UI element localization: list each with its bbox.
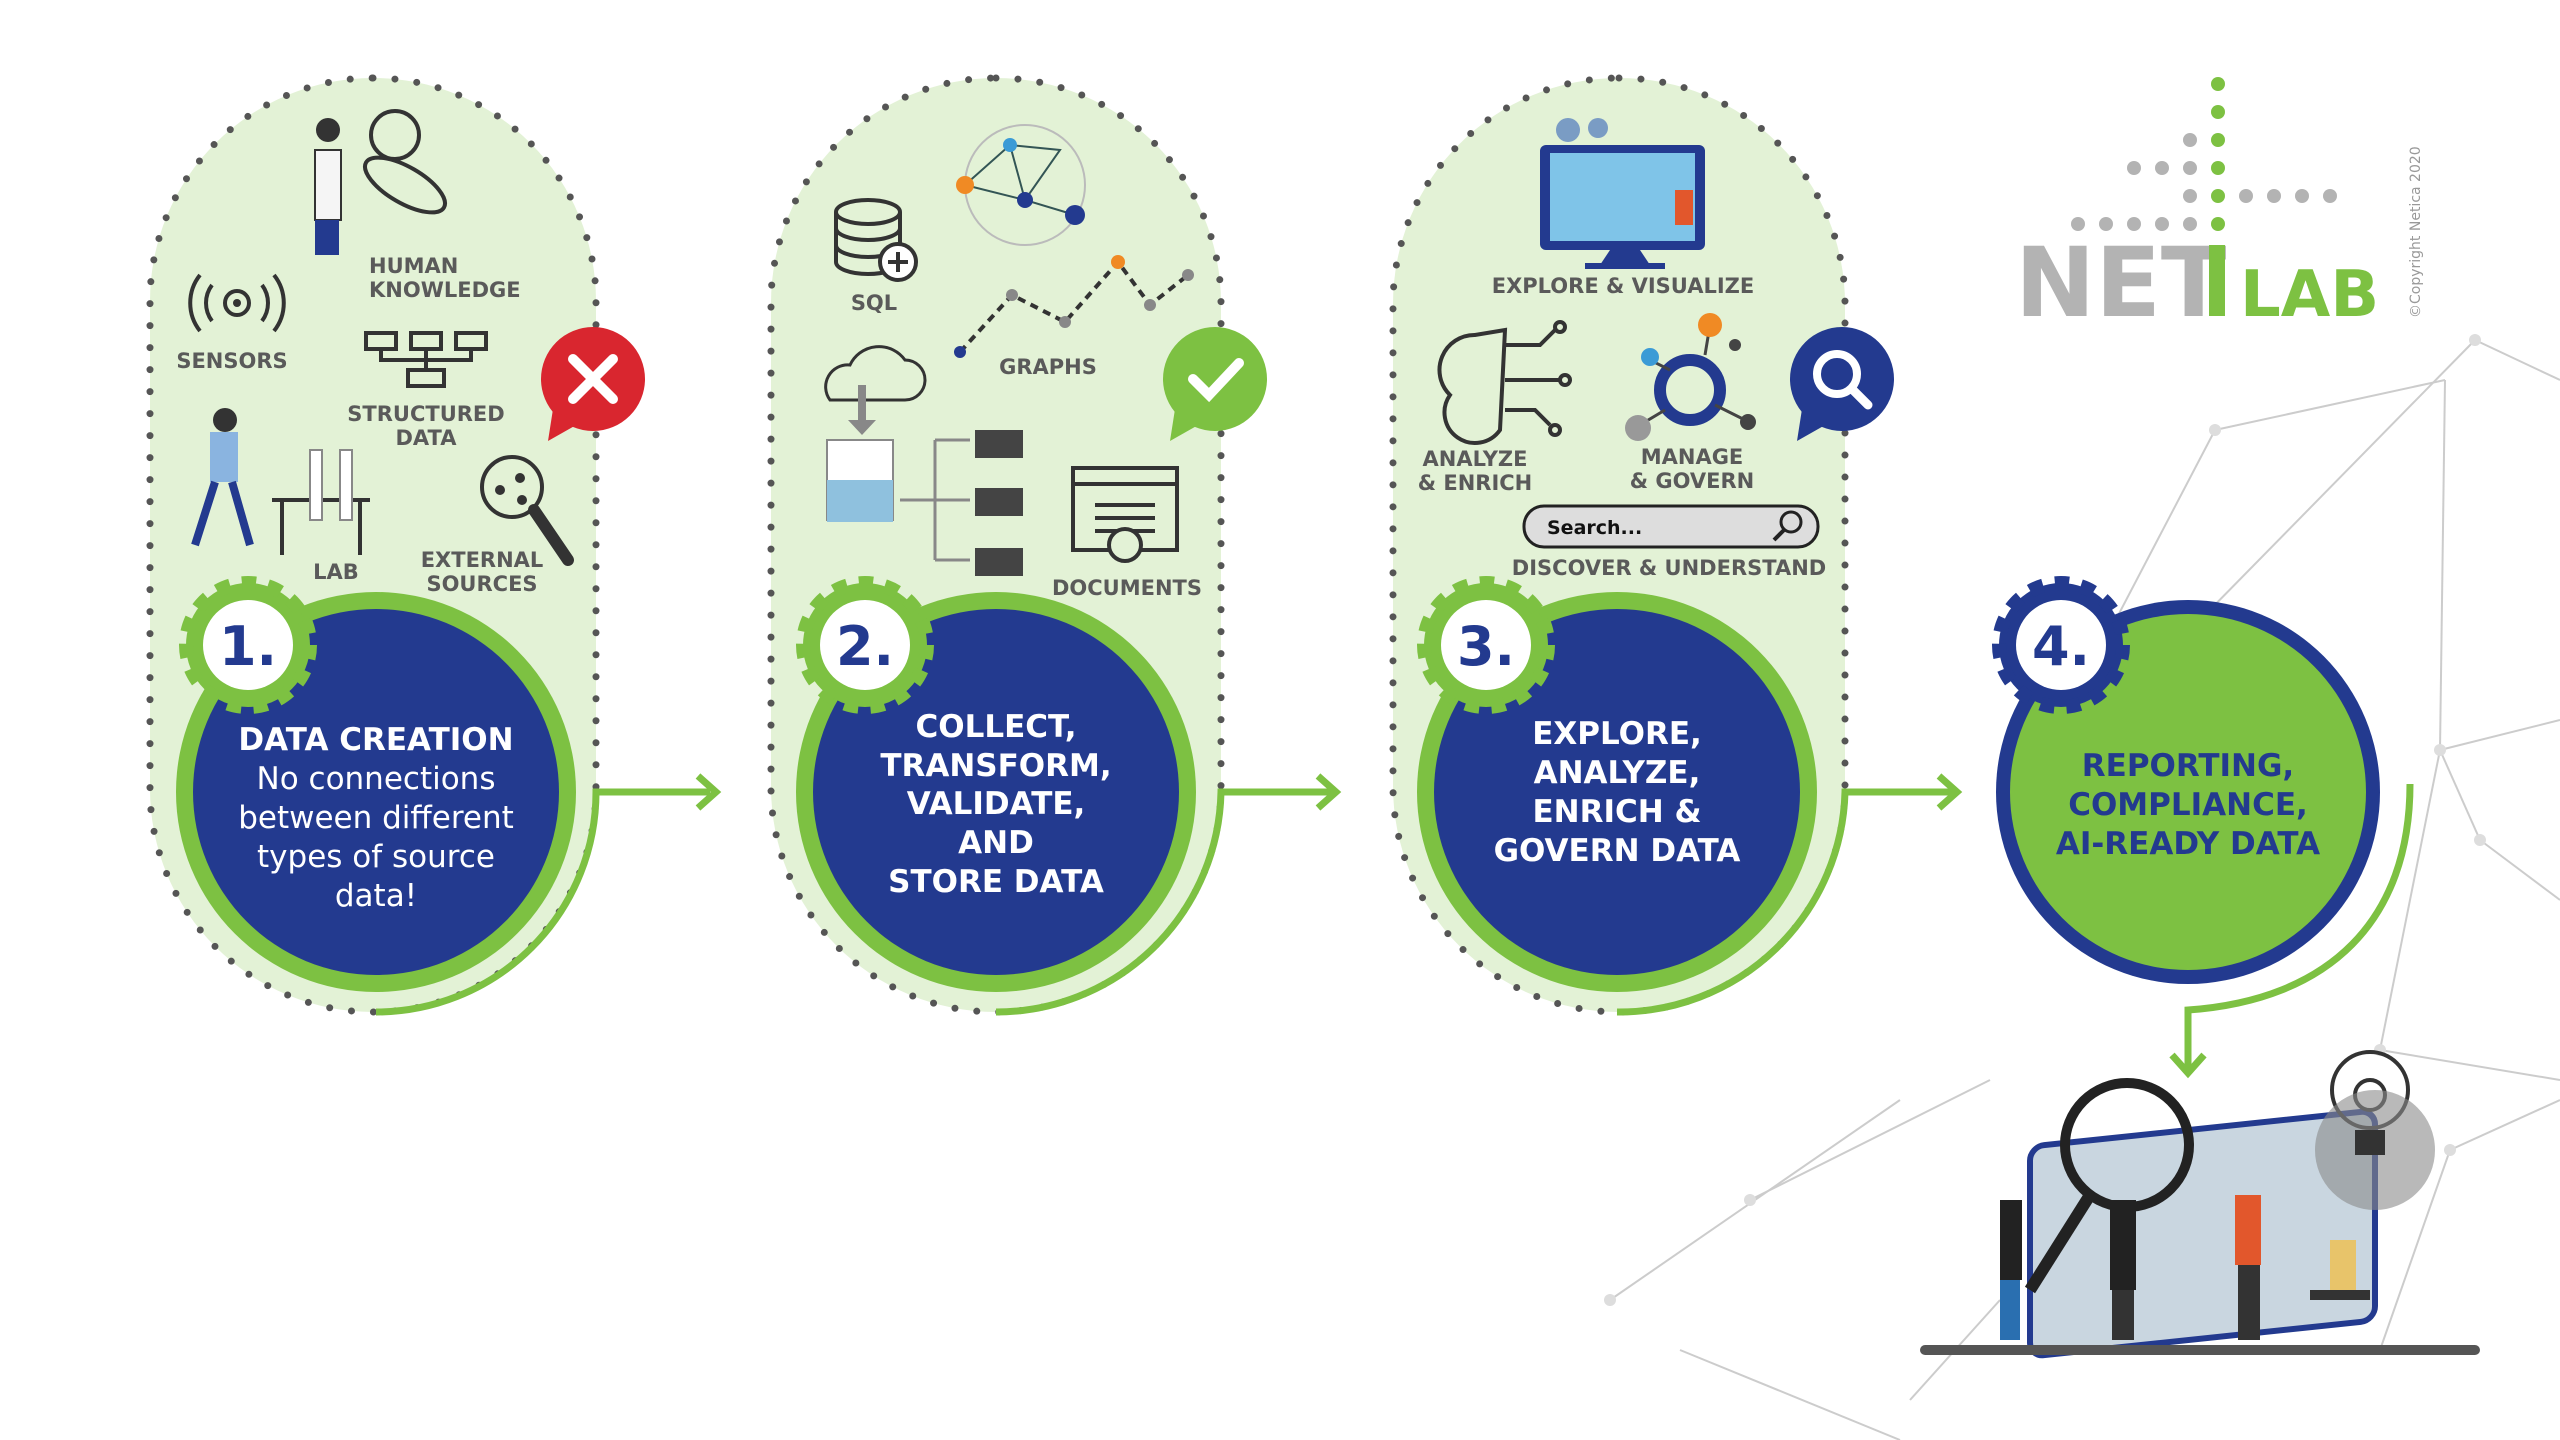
stage-3-number: 3. [1457,615,1515,678]
human-knowledge-icon [314,109,447,255]
stage-2-line: TRANSFORM, [880,748,1111,784]
structured-data-icon [364,331,488,388]
stage-2-line: COLLECT, [915,709,1076,745]
logo-text-net: NET [2015,227,2226,339]
label-documents: DOCUMENTS [1052,576,1202,600]
stage-2-number: 2. [836,615,894,678]
stage-1-line: data! [335,878,417,914]
stage-4-line: REPORTING, [2082,748,2294,784]
stage-1-line: No connections [257,761,496,797]
manage-govern-icon [1625,313,1756,441]
netilab-logo: NET LAB ©Copyright Netica 2020 [2015,77,2424,339]
arrow-2-3 [995,788,1334,1016]
stage-1-number: 1. [219,615,277,678]
logo-letter-i [2209,245,2225,316]
label-sql: SQL [851,291,897,315]
stage-2-line: VALIDATE, [907,786,1086,822]
stage-3-line: ENRICH & [1532,794,1701,830]
line-graph-icon [954,255,1194,358]
magnifier-icon [1772,510,1803,542]
stage-4-number: 4. [2032,615,2090,678]
team-illustration [1920,1050,2480,1359]
stage-2-line: AND [958,825,1034,861]
flow-arrows [375,773,2414,1079]
stage-1-title: DATA CREATION [238,722,513,758]
copyright-text: ©Copyright Netica 2020 [2408,146,2424,318]
sensors-icon [188,273,286,333]
label-lab: LAB [313,560,359,584]
label-human-knowledge: KNOWLEDGE [369,278,521,302]
monitor-dashboard-icon [1540,118,1705,269]
network-background [1604,334,2560,1440]
brain-network-icon [1437,320,1572,445]
external-sources-icon [480,455,574,566]
gear-badges: 1. 2. 3. 4. [179,576,2130,714]
search-icon [1790,327,1894,441]
label-discover-understand: DISCOVER & UNDERSTAND [1512,556,1826,580]
search-bar[interactable]: Search... [1522,504,1820,549]
stage-4-line: AI-READY DATA [2056,826,2320,862]
stage-1-line: between different [238,800,514,836]
label-human-knowledge: HUMAN [369,254,458,278]
label-analyze-enrich: & ENRICH [1418,471,1533,495]
stage-1-line: types of source [257,839,495,875]
documents-icon [1071,466,1179,563]
folders-icon [900,430,1023,576]
search-placeholder: Search... [1547,517,1642,539]
graph-network-icon [956,124,1086,246]
sql-database-icon [834,198,918,282]
label-external-sources: EXTERNAL [421,548,544,572]
gear-icon-1: 1. [179,576,317,714]
check-icon [1163,327,1267,441]
label-structured-data: DATA [395,426,457,450]
label-manage-govern: & GOVERN [1630,469,1755,493]
logo-text-lab: LAB [2240,258,2379,332]
stage-2-line: STORE DATA [888,864,1104,900]
lab-icon [191,408,370,555]
label-external-sources: SOURCES [426,572,537,596]
stage-3-line: EXPLORE, [1532,716,1702,752]
label-sensors: SENSORS [176,349,287,373]
gear-icon-3: 3. [1417,576,1555,714]
stage-4-line: COMPLIANCE, [2068,787,2308,823]
close-icon [541,327,645,441]
label-explore-visualize: EXPLORE & VISUALIZE [1492,274,1754,298]
arrow-1-2 [375,788,710,1016]
label-graphs: GRAPHS [999,355,1097,379]
label-structured-data: STRUCTURED [347,402,504,426]
cloud-upload-icon [824,345,927,522]
gear-icon-4: 4. [1992,576,2130,714]
arrow-4-output [2184,783,2414,1070]
stage-3-line: GOVERN DATA [1494,833,1741,869]
label-manage-govern: MANAGE [1641,445,1744,469]
arrow-3-4 [1616,788,1955,1016]
label-analyze-enrich: ANALYZE [1423,447,1528,471]
stage-3-line: ANALYZE, [1534,755,1701,791]
gear-icon-2: 2. [796,576,934,714]
